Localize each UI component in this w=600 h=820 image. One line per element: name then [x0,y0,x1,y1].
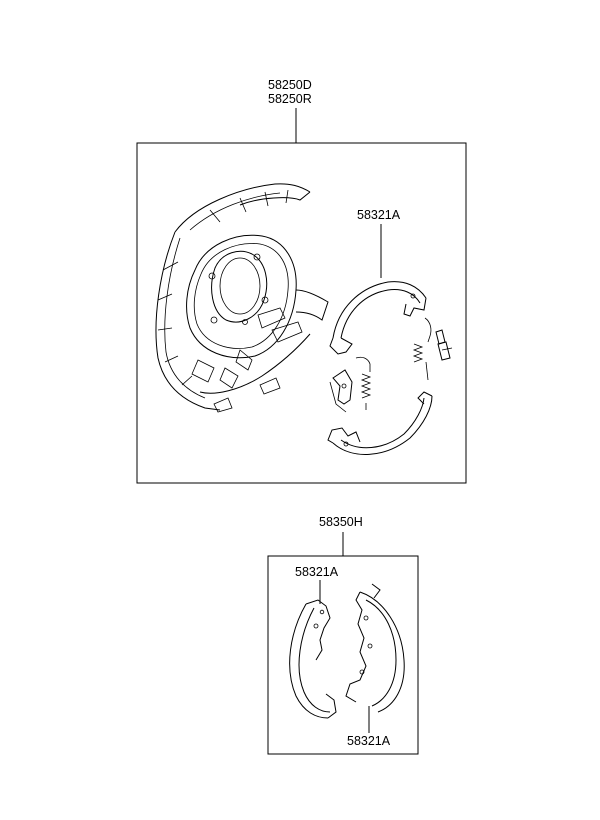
assembly-frame [136,142,467,484]
kit-frame [267,555,419,755]
part-number-58250R: 58250R [268,92,312,106]
kit-shoe-left [289,599,337,719]
part-number-58250D: 58250D [268,78,312,92]
brake-shoe-upper [329,281,427,355]
part-number-58321A-kit-top: 58321A [295,565,339,579]
brake-shoe-lower [327,391,433,455]
lever [329,369,353,413]
kit-shoe-right [345,583,405,713]
return-springs [355,317,432,410]
adjuster-strut [435,329,453,361]
part-number-58321A-kit-bottom: 58321A [347,734,391,748]
part-number-58350H: 58350H [319,515,363,529]
backing-plate-drawing [155,183,329,413]
part-number-58321A-upper: 58321A [357,208,401,222]
